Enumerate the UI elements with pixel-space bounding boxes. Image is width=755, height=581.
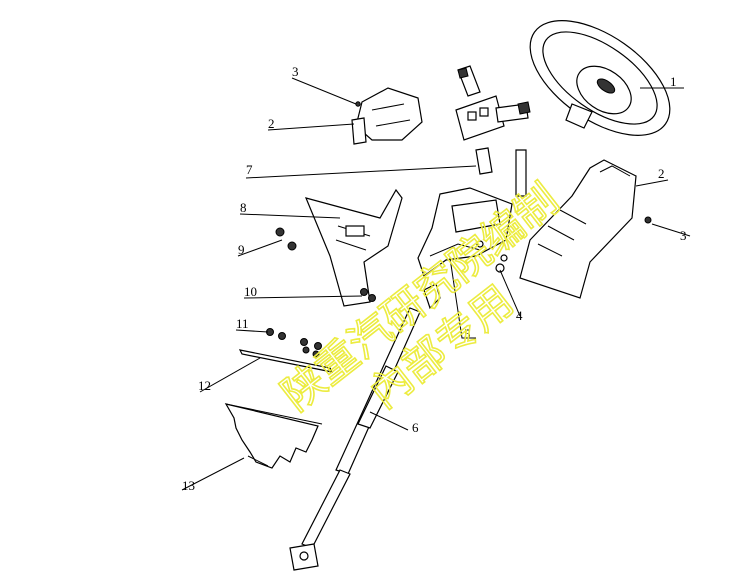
seal-plate xyxy=(238,349,334,373)
callout-2: 2 xyxy=(268,116,275,131)
callout-12: 12 xyxy=(198,378,211,393)
bolts xyxy=(266,227,376,358)
dust-boot xyxy=(224,403,323,469)
callout-5: 5 xyxy=(464,326,471,341)
combination-switch xyxy=(455,65,531,141)
callout-numbers: 1 2 3 2 3 4 5 6 7 8 9 10 11 12 13 xyxy=(182,64,687,493)
callout-4: 4 xyxy=(516,308,523,323)
callout-13: 13 xyxy=(182,478,195,493)
callout-2b: 2 xyxy=(658,166,665,181)
mounting-bracket xyxy=(304,188,403,307)
steering-wheel xyxy=(529,20,671,136)
callout-3: 3 xyxy=(292,64,299,79)
lower-shroud xyxy=(519,159,652,299)
callout-7: 7 xyxy=(246,162,253,177)
intermediate-shaft xyxy=(289,283,441,571)
callout-1: 1 xyxy=(670,74,677,89)
callout-10: 10 xyxy=(244,284,257,299)
callout-6: 6 xyxy=(412,420,419,435)
upper-shroud xyxy=(351,87,423,145)
callout-11: 11 xyxy=(236,316,249,331)
steering-column-upper xyxy=(417,147,527,277)
callout-3b: 3 xyxy=(680,228,687,243)
callout-8: 8 xyxy=(240,200,247,215)
callout-9: 9 xyxy=(238,242,245,257)
leader-lines xyxy=(181,77,691,491)
